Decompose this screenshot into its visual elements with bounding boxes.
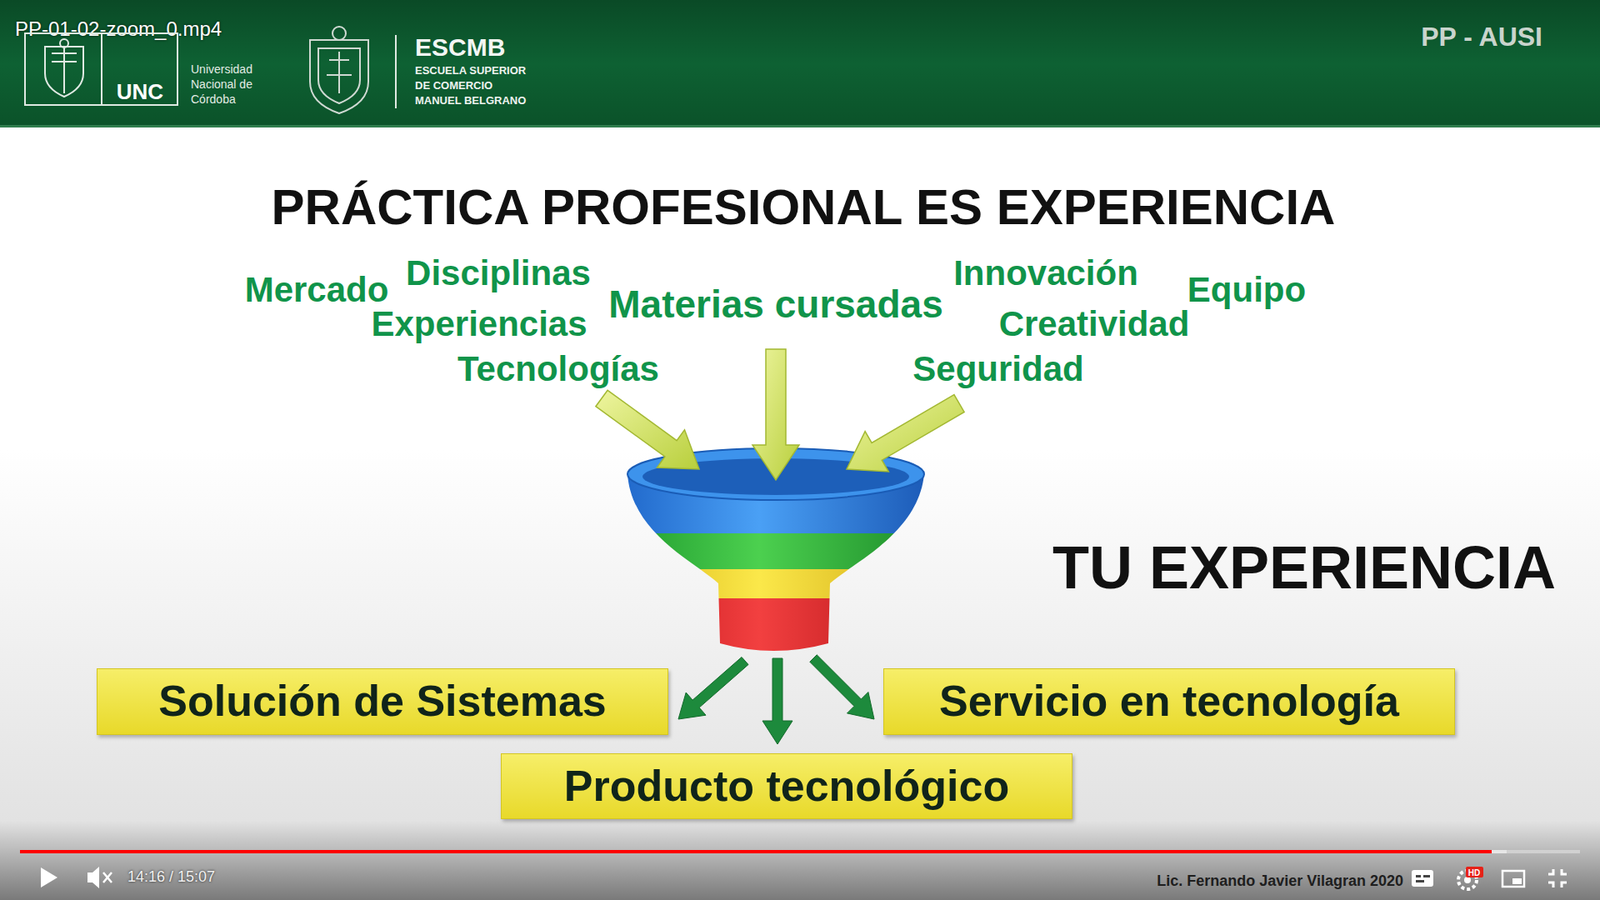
- fullscreen-exit-icon: [1548, 869, 1567, 888]
- input-word: Creatividad: [999, 305, 1190, 344]
- box-text: UNC: [116, 80, 164, 105]
- progress-played: [20, 850, 1492, 854]
- settings-icon: [1458, 866, 1484, 890]
- captions-icon: [1411, 870, 1434, 887]
- output-arrow: [678, 655, 875, 745]
- school-acronym: ESCMB: [415, 33, 505, 61]
- input-word: Mercado: [245, 270, 390, 310]
- progress-buffer: [1491, 850, 1507, 854]
- input-word: Disciplinas: [405, 254, 591, 293]
- progress-track: [20, 850, 1580, 854]
- mute-icon: [87, 866, 112, 889]
- outcome-box: Servicio en tecnología: [883, 668, 1455, 735]
- input-word: Seguridad: [912, 350, 1084, 389]
- header-band: [0, 0, 1600, 128]
- input-word: Innovación: [953, 254, 1139, 293]
- escmb-crest: [310, 26, 369, 114]
- input-word: Tecnologías: [457, 350, 660, 389]
- input-word: Materias cursadas: [608, 283, 943, 326]
- time-display: 14:16 / 15:07: [127, 869, 215, 886]
- header-rule: [0, 125, 1600, 128]
- school-name: ESCUELA SUPERIOR DE COMERCIO MANUEL BELG…: [415, 63, 537, 109]
- experience-heading: TU EXPERIENCIA: [1052, 535, 1556, 601]
- unc-shield: [45, 39, 84, 97]
- logo-divider: [100, 32, 103, 106]
- slide-title: PRÁCTICA PROFESIONAL ES EXPERIENCIA: [271, 180, 1336, 235]
- outcome-box: Solución de Sistemas: [96, 668, 669, 735]
- box-text: Producto tecnológico: [564, 762, 1010, 810]
- player-shade: [0, 820, 1600, 900]
- input-word: Equipo: [1187, 270, 1306, 310]
- course-code: PP - AUSI: [1420, 22, 1543, 52]
- logo-divider: [395, 35, 397, 109]
- author-footer: Lic. Fernando Javier Vilagran 2020: [1156, 873, 1404, 890]
- box-text: Solución de Sistemas: [158, 677, 607, 725]
- logo-box: UNC: [24, 32, 179, 106]
- miniplayer-icon: [1502, 870, 1525, 887]
- hd-badge: HD: [1468, 868, 1480, 878]
- video-title: PP-01-02-zoom_0.mp4: [15, 18, 222, 40]
- university-name: Universidad Nacional de Córdoba: [190, 61, 258, 107]
- outcome-box: Producto tecnológico: [500, 753, 1073, 820]
- box-text: Servicio en tecnología: [939, 677, 1400, 725]
- funnel-illustration: [616, 448, 934, 665]
- input-word: Experiencias: [370, 305, 587, 344]
- play-icon: [40, 867, 58, 888]
